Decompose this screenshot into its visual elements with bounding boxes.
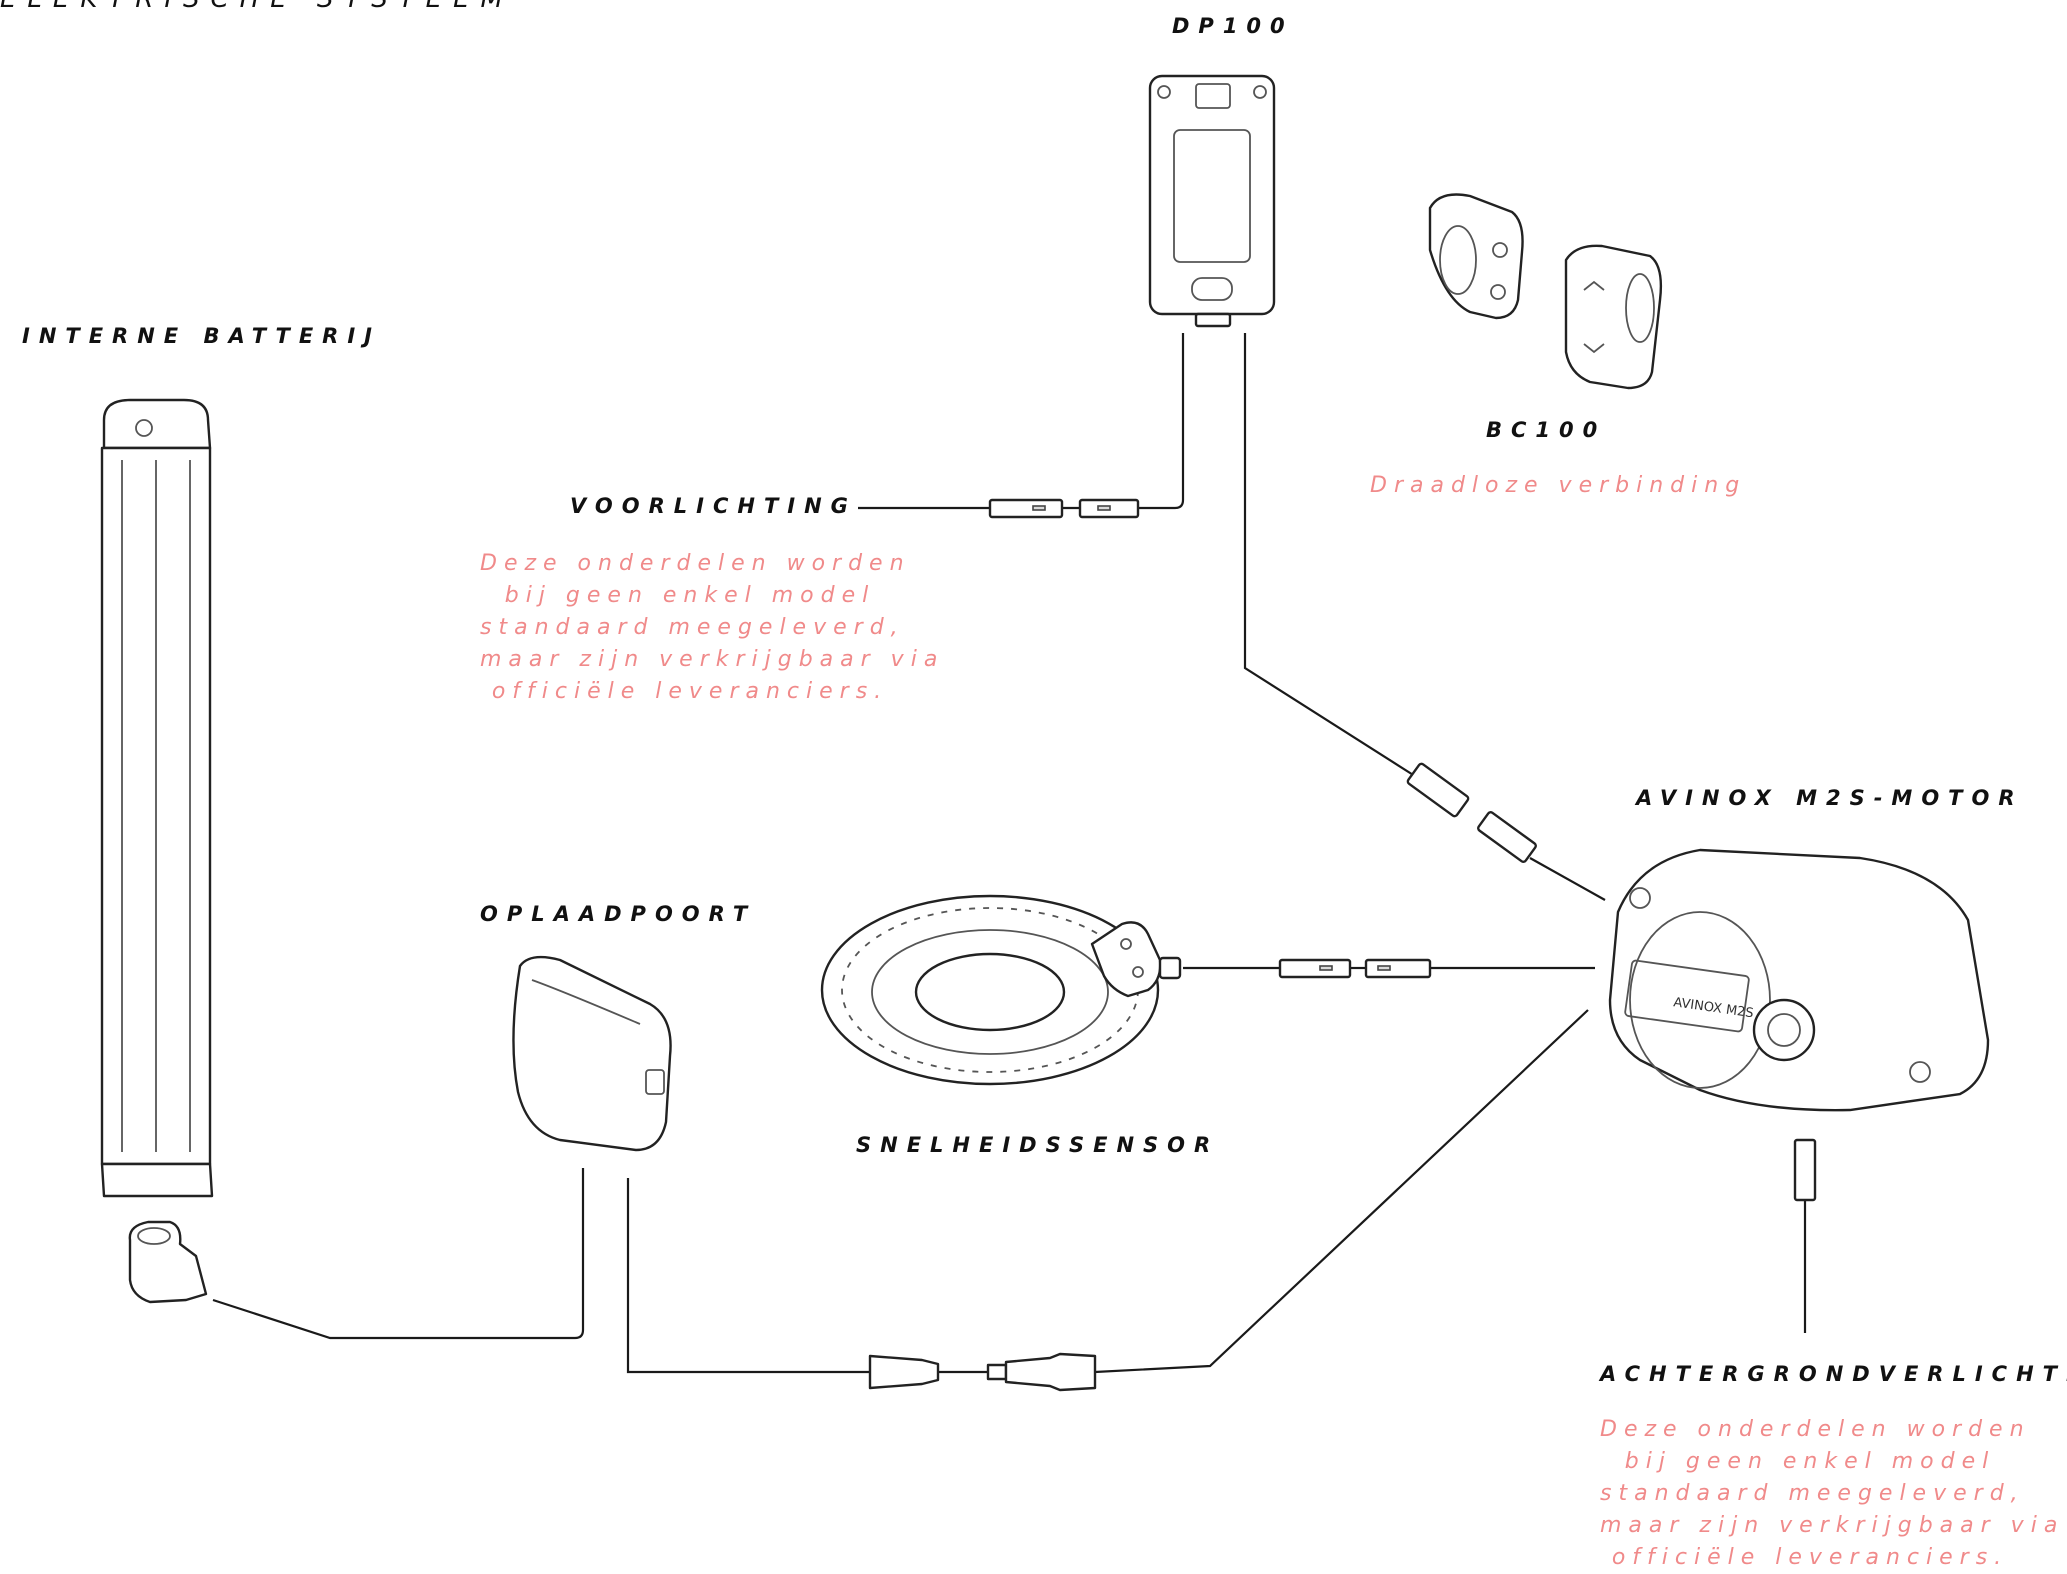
- motor-display-connector-a: [1407, 763, 1470, 818]
- dp100-display: [1150, 76, 1274, 326]
- cable-charge-to-motor: [1095, 1010, 1588, 1372]
- cable-dp100-to-motor: [1245, 333, 1418, 778]
- front-light-connector-a-mark: [1033, 506, 1045, 510]
- dp100-plug: [1196, 314, 1230, 326]
- label-internal-battery: INTERNE BATTERIJ: [22, 324, 381, 348]
- note-bc100: Draadloze verbinding: [1370, 470, 1710, 502]
- label-rear-light: ACHTERGRONDVERLICHTING: [1600, 1362, 2067, 1386]
- battery-bottom-cap: [102, 1164, 212, 1196]
- speed-sensor-connector-a: [1280, 960, 1350, 977]
- cable-charge-port-to-motor: [628, 1178, 870, 1372]
- label-dp100: DP100: [1172, 14, 1294, 38]
- charge-connector-male: [1006, 1354, 1095, 1390]
- speed-sensor-hub: [916, 954, 1064, 1030]
- charge-port-body: [513, 957, 670, 1150]
- label-charge-port: OPLAADPOORT: [480, 902, 756, 926]
- motor-display-connector-b: [1477, 811, 1537, 863]
- charge-connector-female: [870, 1356, 938, 1388]
- rear-light-unit: [1795, 1140, 1815, 1200]
- label-speed-sensor: SNELHEIDSSENSOR: [856, 1133, 1219, 1157]
- cable-dp100-to-motor-end: [1530, 858, 1605, 900]
- label-front-light: VOORLICHTING: [570, 494, 857, 518]
- label-bc100: BC100: [1486, 418, 1606, 442]
- note-front-light: Deze onderdelen worden bij geen enkel mo…: [480, 548, 900, 708]
- motor: AVINOX M2S: [1610, 850, 1988, 1110]
- battery-plug: [130, 1222, 206, 1302]
- note-rear-light: Deze onderdelen worden bij geen enkel mo…: [1600, 1414, 2020, 1574]
- motor-housing: [1610, 850, 1988, 1110]
- speed-sensor-connector-a-mark: [1320, 966, 1332, 970]
- cable-dp100-to-front-light: [1138, 333, 1183, 508]
- speed-sensor-connector-b-mark: [1378, 966, 1390, 970]
- motor-crank-spindle: [1754, 1000, 1814, 1060]
- speed-sensor: [822, 896, 1180, 1084]
- speed-sensor-plug: [1160, 958, 1180, 978]
- diagram-title: ELEKTRISCHE SYSTEEM: [0, 0, 514, 14]
- battery-top-cap: [104, 400, 210, 448]
- cable-charge-port-to-battery: [213, 1168, 583, 1338]
- speed-sensor-connector-b: [1366, 960, 1430, 977]
- front-light-connector-b-mark: [1098, 506, 1110, 510]
- bc100-right: [1566, 246, 1661, 388]
- charge-port: [513, 957, 670, 1150]
- label-motor: AVINOX M2S-MOTOR: [1636, 786, 2024, 810]
- charge-connector-pin: [988, 1365, 1006, 1379]
- battery: [102, 400, 212, 1302]
- bc100-controllers: [1430, 195, 1661, 389]
- front-light-connector-a: [990, 500, 1062, 517]
